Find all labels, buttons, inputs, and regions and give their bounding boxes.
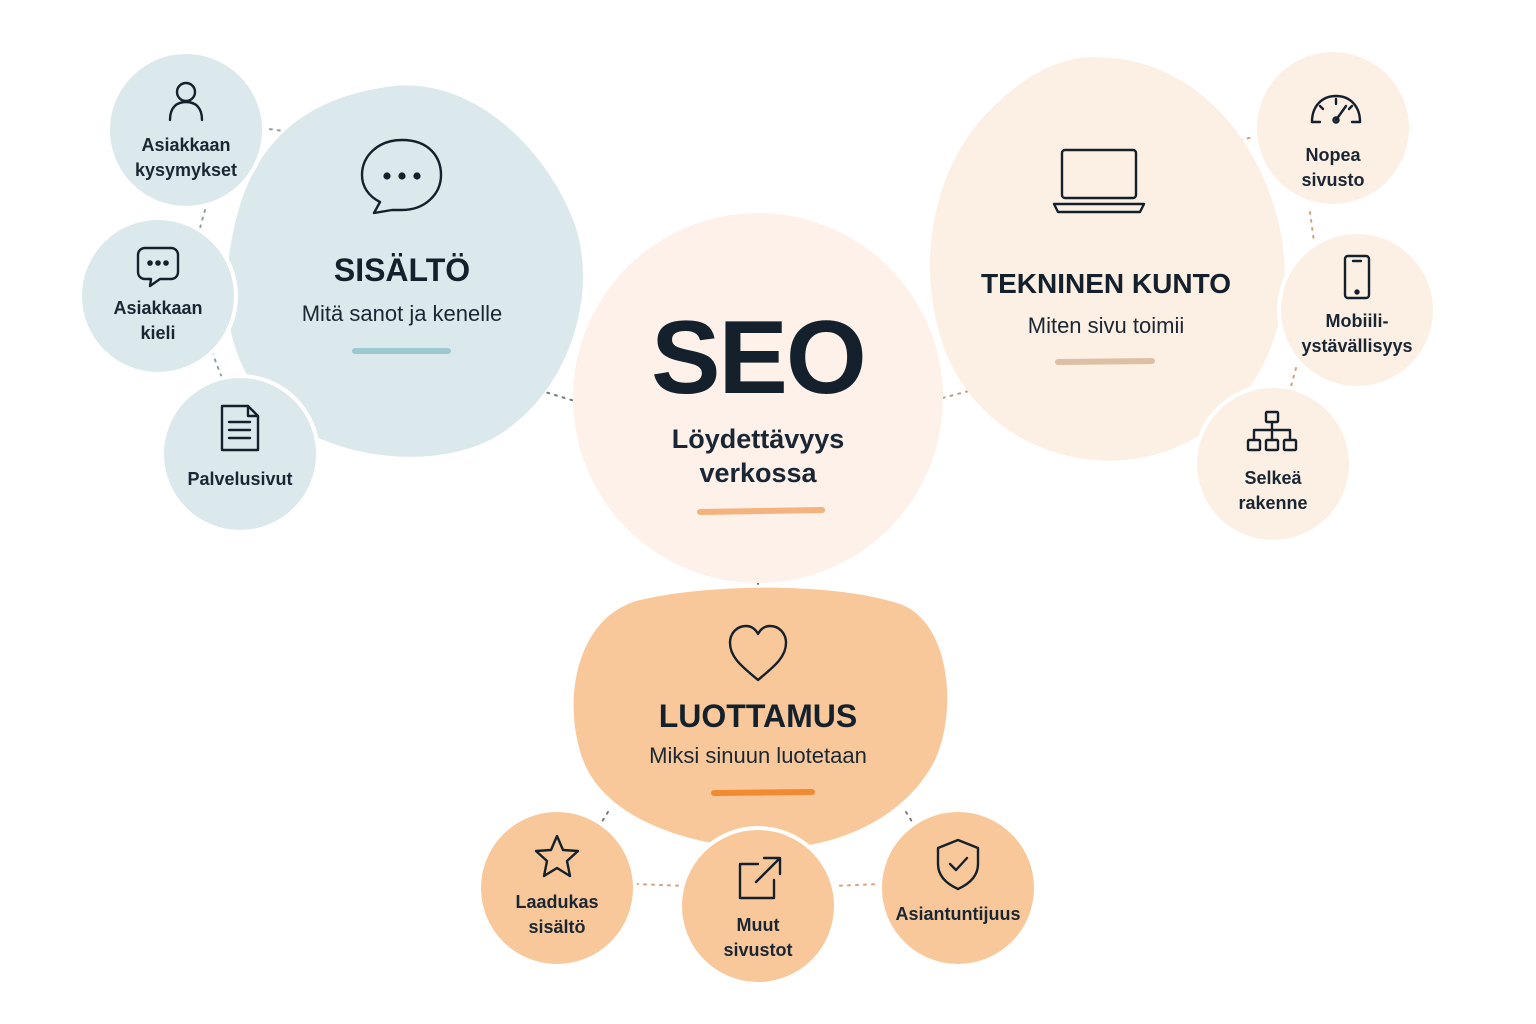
technical-subtitle: Miten sivu toimii xyxy=(1027,313,1185,338)
shield-check-icon xyxy=(936,838,980,891)
technical-item-line: rakenne xyxy=(1238,493,1308,513)
content-item-label: Palvelusivut xyxy=(170,467,310,492)
mobile-phone-icon xyxy=(1343,254,1371,300)
technical-item-circle xyxy=(1253,48,1413,208)
trust-item-label: Muut sivustot xyxy=(688,913,828,963)
technical-underline xyxy=(1055,358,1155,365)
technical-item-line: Selkeä xyxy=(1244,468,1302,488)
document-icon xyxy=(220,404,260,452)
content-title: SISÄLTÖ xyxy=(333,252,471,288)
laptop-icon xyxy=(1052,148,1146,214)
technical-item-line: Nopea xyxy=(1305,145,1361,165)
content-item-label: Asiakkaan kieli xyxy=(88,296,228,346)
technical-title: TEKNINEN KUNTO xyxy=(981,268,1231,299)
content-item-line: Palvelusivut xyxy=(187,469,293,489)
technical-item-circle xyxy=(1277,230,1437,390)
trust-item-label: Asiantuntijuus xyxy=(883,902,1033,927)
trust-item-line: Asiantuntijuus xyxy=(895,904,1021,924)
technical-item-label: Mobiili- ystävällisyys xyxy=(1282,309,1432,359)
trust-item-label: Laadukas sisältö xyxy=(487,890,627,940)
technical-item-label: Selkeä rakenne xyxy=(1203,466,1343,516)
center-underline xyxy=(697,507,825,515)
technical-item-line: Mobiili- xyxy=(1325,311,1389,331)
seo-title: SEO xyxy=(651,300,867,416)
speedometer-icon xyxy=(1310,94,1362,124)
content-blob xyxy=(226,85,584,457)
technical-item-circle xyxy=(1193,384,1353,544)
seo-circle xyxy=(573,213,943,583)
external-link-icon xyxy=(738,856,782,900)
content-item-label: Asiakkaan kysymykset xyxy=(116,133,256,183)
content-subtitle: Mitä sanot ja kenelle xyxy=(301,301,503,326)
content-item-circle xyxy=(78,216,238,376)
trust-item-line: Muut xyxy=(736,915,780,935)
trust-blob xyxy=(573,587,948,849)
content-item-circle xyxy=(106,50,266,210)
heart-icon xyxy=(728,624,788,682)
technical-item-line: sivusto xyxy=(1301,170,1365,190)
trust-item-line: sisältö xyxy=(528,917,586,937)
content-item-circle xyxy=(160,374,320,534)
chat-bubble-icon xyxy=(136,246,180,288)
trust-underline xyxy=(711,789,815,796)
trust-subtitle: Miksi sinuun luotetaan xyxy=(649,743,867,768)
trust-item-circle xyxy=(678,826,838,986)
seo-subtitle-line1: Löydettävyys xyxy=(671,424,845,454)
star-icon xyxy=(534,834,580,878)
trust-title: LUOTTAMUS xyxy=(658,698,858,734)
person-icon xyxy=(168,81,204,122)
trust-item-line: Laadukas xyxy=(515,892,599,912)
content-item-line: kieli xyxy=(140,323,176,343)
sitemap-icon xyxy=(1246,410,1298,452)
content-item-line: Asiakkaan xyxy=(141,135,231,155)
trust-item-line: sivustot xyxy=(723,940,793,960)
technical-item-line: ystävällisyys xyxy=(1301,336,1413,356)
trust-item-circle xyxy=(477,808,637,968)
seo-subtitle-line2: verkossa xyxy=(699,458,817,488)
technical-blob xyxy=(930,57,1285,461)
technical-item-label: Nopea sivusto xyxy=(1263,143,1403,193)
content-item-line: Asiakkaan xyxy=(113,298,203,318)
speech-bubble-icon xyxy=(360,138,443,215)
content-item-line: kysymykset xyxy=(134,160,238,180)
